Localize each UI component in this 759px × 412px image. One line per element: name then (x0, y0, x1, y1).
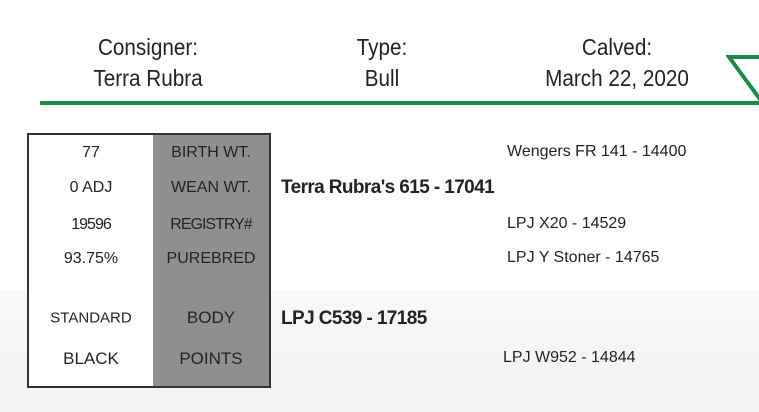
triangle-icon (726, 55, 759, 102)
type-label: Type: (356, 34, 408, 60)
divider-line (40, 101, 759, 105)
purebred-label: PUREBRED (166, 250, 256, 267)
body-label: BODY (186, 308, 236, 327)
consigner-label: Consigner: (97, 34, 199, 60)
registry-label: REGISTRY# (170, 216, 252, 233)
pedigree-sire-dam: LPJ X20 - 14529 (507, 215, 627, 232)
consigner-value: Terra Rubra (93, 65, 203, 91)
pedigree-dam-sire: LPJ Y Stoner - 14765 (507, 249, 660, 266)
pedigree-dam-dam: LPJ W952 - 14844 (503, 349, 636, 366)
stats-table: 77 BIRTH WT. 0 ADJ WEAN WT. 19596 REGIST… (27, 133, 271, 388)
pedigree-dam: LPJ C539 - 17185 (281, 308, 427, 329)
birth-weight-label: BIRTH WT. (171, 144, 251, 161)
purebred-value: 93.75% (63, 250, 119, 267)
label-column (153, 135, 269, 386)
wean-weight-value: 0 ADJ (69, 179, 113, 196)
pedigree-sire: Terra Rubra's 615 - 17041 (281, 177, 495, 198)
body-value: STANDARD (50, 309, 132, 327)
registry-value: 19596 (71, 216, 112, 233)
type-value: Bull (364, 65, 400, 91)
points-value: BLACK (63, 349, 119, 368)
consigner-block: Consigner: Terra Rubra (69, 32, 227, 94)
type-block: Type: Bull (326, 32, 438, 94)
points-label: POINTS (179, 349, 243, 368)
wean-weight-label: WEAN WT. (171, 179, 251, 196)
birth-weight-value: 77 (82, 144, 100, 161)
calved-block: Calved: March 22, 2020 (527, 32, 707, 94)
calved-value: March 22, 2020 (545, 65, 689, 91)
pedigree-sire-sire: Wengers FR 141 - 14400 (507, 143, 687, 160)
calved-label: Calved: (581, 34, 653, 60)
